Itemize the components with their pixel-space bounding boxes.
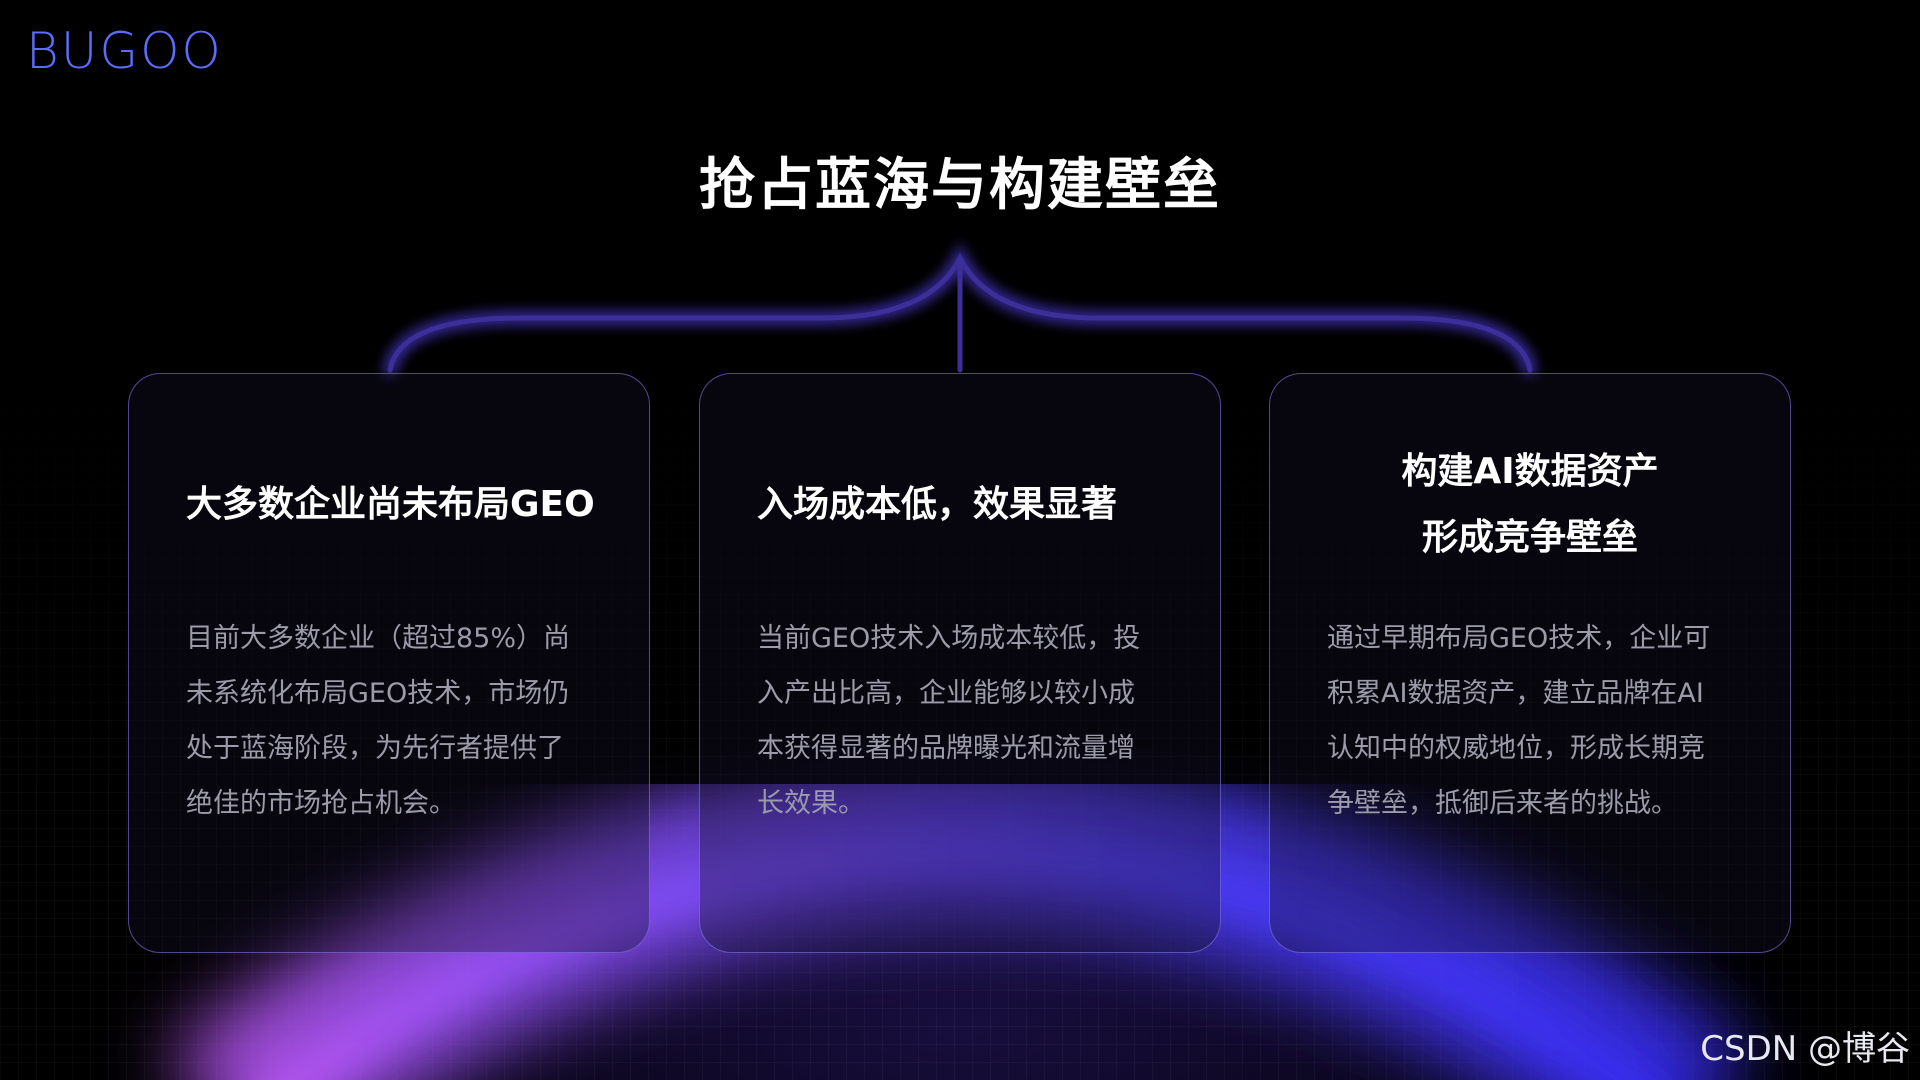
card-body: 当前GEO技术入场成本较低，投入产出比高，企业能够以较小成本获得显著的品牌曝光和… xyxy=(757,623,1141,819)
card-title: 大多数企业尚未布局GEO xyxy=(186,472,609,538)
card-title-line: 入场成本低，效果显著 xyxy=(757,484,1118,525)
card-ai-assets: 构建AI数据资产 形成竞争壁垒 通过早期布局GEO技术，企业可积累AI数据资产，… xyxy=(1269,373,1791,953)
card-title: 构建AI数据资产 形成竞争壁垒 xyxy=(1270,439,1790,571)
page-title: 抢占蓝海与构建壁垒 xyxy=(699,153,1221,218)
card-low-cost: 入场成本低，效果显著 当前GEO技术入场成本较低，投入产出比高，企业能够以较小成… xyxy=(699,373,1221,953)
card-title: 入场成本低，效果显著 xyxy=(757,472,1180,538)
card-title-line: 形成竞争壁垒 xyxy=(1421,517,1638,558)
brand-logo: BUGOO xyxy=(26,22,223,80)
card-body: 通过早期布局GEO技术，企业可积累AI数据资产，建立品牌在AI认知中的权威地位，… xyxy=(1327,623,1711,819)
card-blue-ocean: 大多数企业尚未布局GEO 目前大多数企业（超过85%）尚未系统化布局GEO技术，… xyxy=(128,373,650,953)
card-body: 目前大多数企业（超过85%）尚未系统化布局GEO技术，市场仍处于蓝海阶段，为先行… xyxy=(186,623,571,819)
card-title-line: 构建AI数据资产 xyxy=(1401,451,1659,492)
card-title-line: 大多数企业尚未布局GEO xyxy=(186,484,595,525)
cards-container: 大多数企业尚未布局GEO 目前大多数企业（超过85%）尚未系统化布局GEO技术，… xyxy=(128,373,1792,953)
watermark: CSDN @博谷 xyxy=(1700,1029,1910,1069)
